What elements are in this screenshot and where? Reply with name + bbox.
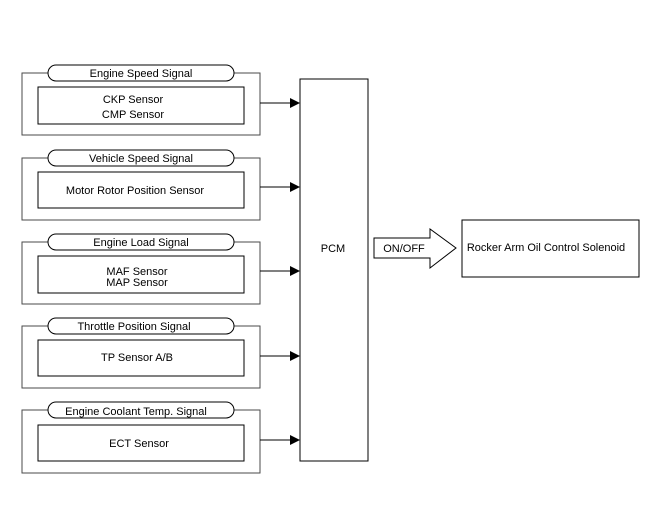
signal-label-pill: [47, 64, 235, 82]
sensor-label: TP Sensor A/B: [101, 352, 173, 364]
signal-group-throttle-position: Throttle Position Signal TP Sensor A/B: [21, 317, 300, 389]
sensor-label: Motor Rotor Position Sensor: [66, 185, 205, 197]
sensor-box: [37, 255, 245, 294]
signal-label: Engine Speed Signal: [90, 68, 193, 80]
sensor-label: CKP Sensor: [103, 94, 164, 106]
signal-group-engine-speed: Engine Speed Signal CKP Sensor CMP Senso…: [21, 64, 300, 136]
signal-group-engine-coolant-temp: Engine Coolant Temp. Signal ECT Sensor: [21, 401, 300, 474]
signal-label-pill: [47, 317, 235, 335]
actuator-box: [461, 219, 640, 278]
sensor-label: MAP Sensor: [106, 277, 168, 289]
sensor-box: [37, 424, 245, 462]
sensor-label: CMP Sensor: [102, 109, 164, 121]
signal-label: Engine Load Signal: [93, 237, 188, 249]
pcm-label: PCM: [321, 243, 345, 255]
sensor-label: ECT Sensor: [109, 438, 169, 450]
sensor-label: MAF Sensor: [106, 266, 167, 278]
signal-label-pill: [47, 149, 235, 167]
actuator-label: Rocker Arm Oil Control Solenoid: [467, 242, 625, 254]
output-arrow-label: ON/OFF: [383, 243, 425, 255]
signal-label: Engine Coolant Temp. Signal: [65, 406, 207, 418]
sensor-box: [37, 339, 245, 377]
sensor-box: [37, 86, 245, 125]
signal-label: Throttle Position Signal: [77, 321, 190, 333]
signal-group-engine-load: Engine Load Signal MAF Sensor MAP Sensor: [21, 233, 300, 305]
signal-label: Vehicle Speed Signal: [89, 153, 193, 165]
signal-group-vehicle-speed: Vehicle Speed Signal Motor Rotor Positio…: [21, 149, 300, 221]
signal-label-pill: [47, 233, 235, 251]
sensor-box: [37, 171, 245, 209]
signal-label-pill: [47, 401, 235, 419]
output-block-arrow: [373, 228, 457, 270]
pcm-box: [299, 78, 369, 462]
